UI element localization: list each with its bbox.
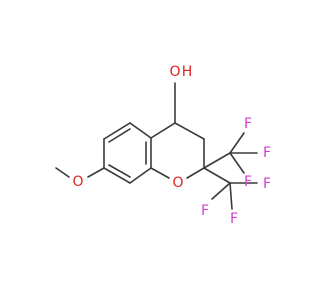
fluorine-label-3: F: [244, 174, 252, 190]
bond-c2-cf3b: [203, 167, 231, 184]
bond-cf3a-f1: [229, 132, 245, 154]
molecule-diagram: O H O O F F F F F F: [55, 64, 271, 227]
bond-c4-c3: [174, 122, 205, 140]
fluorine-label-4: F: [201, 203, 209, 219]
bond-o1-c8a: [150, 167, 170, 179]
ring-oxygen-label: O: [172, 175, 183, 191]
fluorine-label-1: F: [244, 116, 252, 132]
bond-c2-cf3a: [203, 152, 231, 169]
bond-c7-c8-inner: [108, 164, 131, 178]
bond-ome-ch3: [55, 167, 70, 178]
hydroxyl-hydrogen-label: H: [182, 64, 193, 80]
methoxy-oxygen-label: O: [72, 174, 83, 190]
hydroxyl-oxygen-label: O: [169, 64, 180, 80]
bond-c4a-c5: [129, 122, 152, 139]
bond-c2-o1: [186, 167, 205, 179]
bond-c6-c6-inner: [108, 128, 131, 143]
bond-c7-ome: [87, 167, 105, 178]
bond-c7-c8: [103, 167, 131, 184]
bond-c8-c8a: [129, 167, 152, 184]
bond-c4a-c4: [150, 122, 176, 139]
bond-c5-c6: [103, 122, 131, 140]
atom-labels: O H O O F F F F F F: [72, 64, 271, 227]
bond-cf3b-f4: [211, 182, 231, 200]
fluorine-label-6: F: [230, 211, 238, 227]
bond-cf3b-f6: [229, 182, 233, 210]
bond-lines: [55, 82, 258, 210]
fluorine-label-5: F: [263, 176, 271, 192]
fluorine-label-2: F: [263, 145, 271, 161]
bond-cf3a-f3: [229, 152, 245, 174]
